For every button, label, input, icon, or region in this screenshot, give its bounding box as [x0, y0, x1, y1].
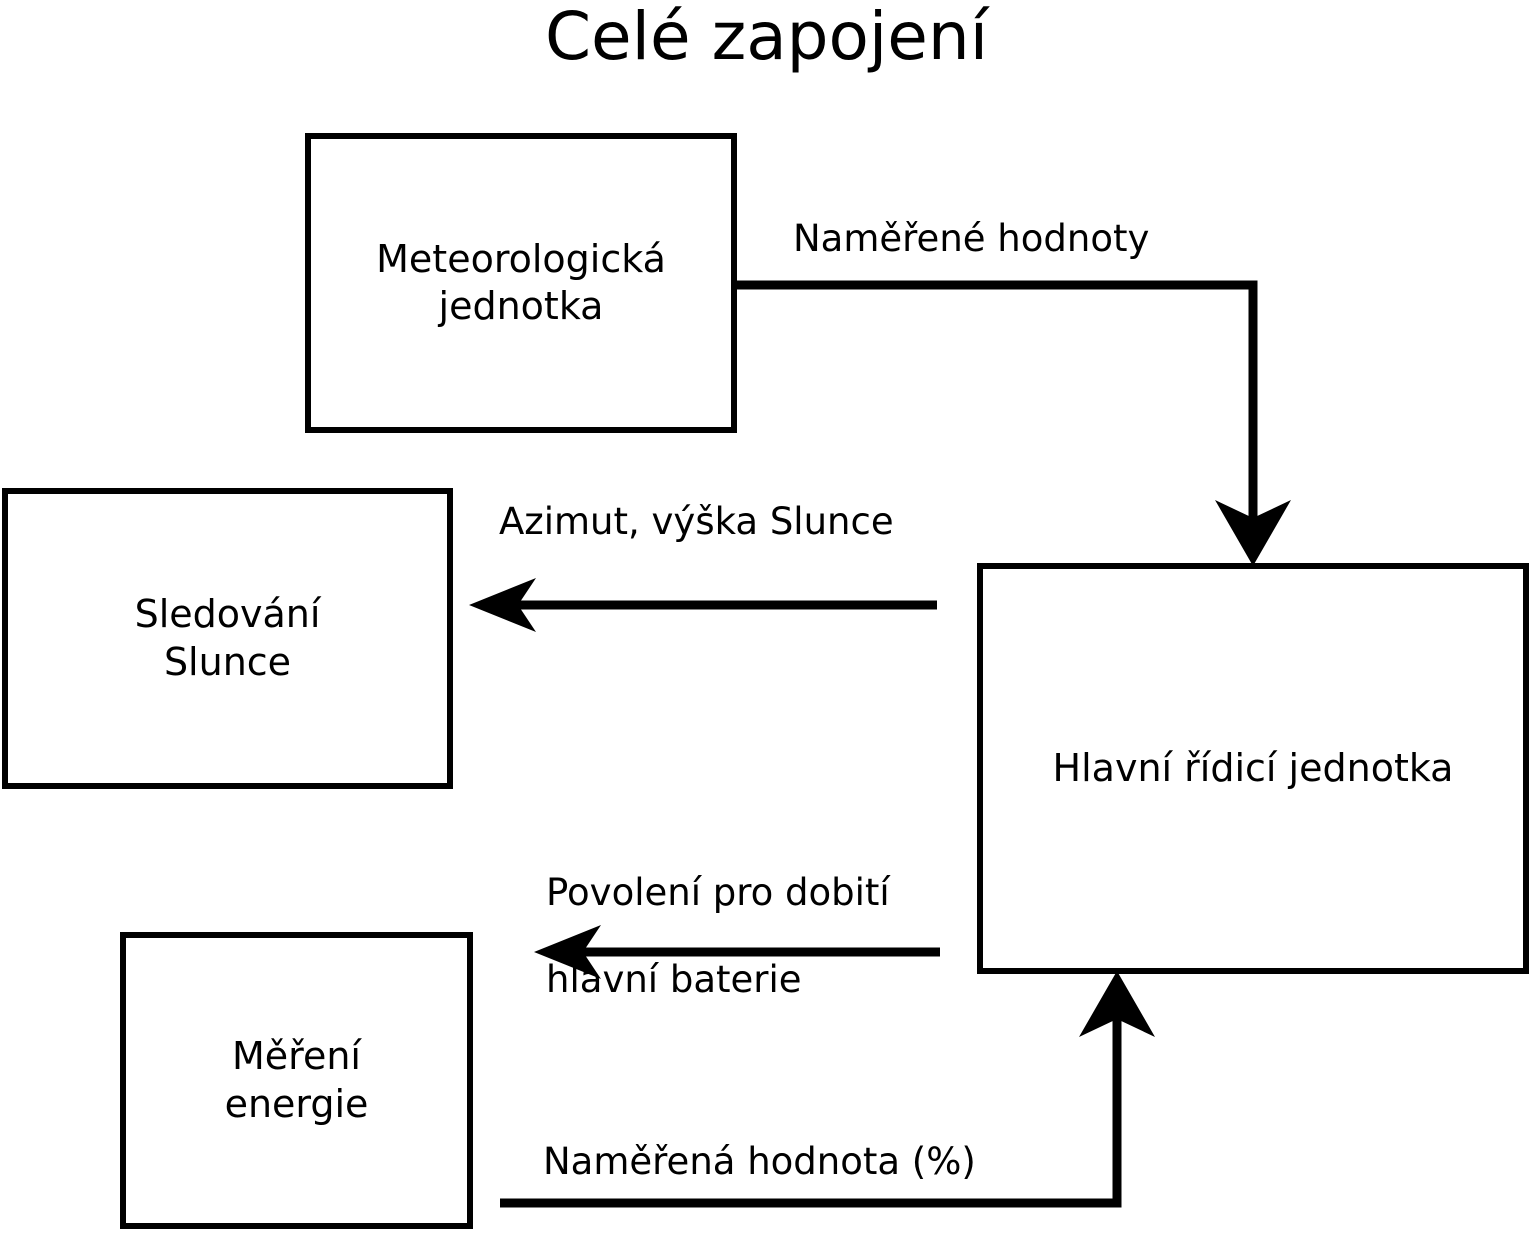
edge-label-azimuth: Azimut, výška Slunce	[499, 500, 894, 543]
node-energy-measurement[interactable]: Měření energie	[120, 932, 473, 1229]
edge-label-permission-line1: Povolení pro dobití	[546, 870, 890, 914]
node-meteorological-unit-label-line2: jednotka	[438, 284, 604, 328]
node-main-control-unit[interactable]: Hlavní řídicí jednotka	[977, 563, 1529, 974]
edge-label-measured-values: Naměřené hodnoty	[793, 217, 1150, 260]
node-sun-tracking-label-line2: Slunce	[163, 639, 292, 684]
edge-label-measured-percent: Naměřená hodnota (%)	[543, 1140, 976, 1183]
node-energy-measurement-label: Měření energie	[225, 1033, 369, 1128]
edge-label-permission: Povolení pro dobití hlavní baterie	[499, 827, 890, 1045]
node-meteorological-unit-label: Meteorologická jednotka	[376, 236, 666, 331]
edge-label-permission-line2: hlavní baterie	[546, 957, 802, 1001]
node-energy-measurement-label-line2: energie	[224, 1081, 369, 1126]
node-energy-measurement-label-line1: Měření	[232, 1034, 361, 1078]
node-meteorological-unit[interactable]: Meteorologická jednotka	[305, 133, 737, 433]
node-sun-tracking-label-line1: Sledování	[134, 592, 321, 636]
connector-azimuth	[469, 578, 937, 632]
page-title: Celé zapojení	[544, 0, 989, 75]
node-main-control-unit-label: Hlavní řídicí jednotka	[1052, 745, 1454, 790]
node-sun-tracking-label: Sledování Slunce	[135, 591, 321, 686]
node-meteorological-unit-label-line1: Meteorologická	[376, 236, 666, 281]
node-sun-tracking[interactable]: Sledování Slunce	[2, 488, 453, 789]
